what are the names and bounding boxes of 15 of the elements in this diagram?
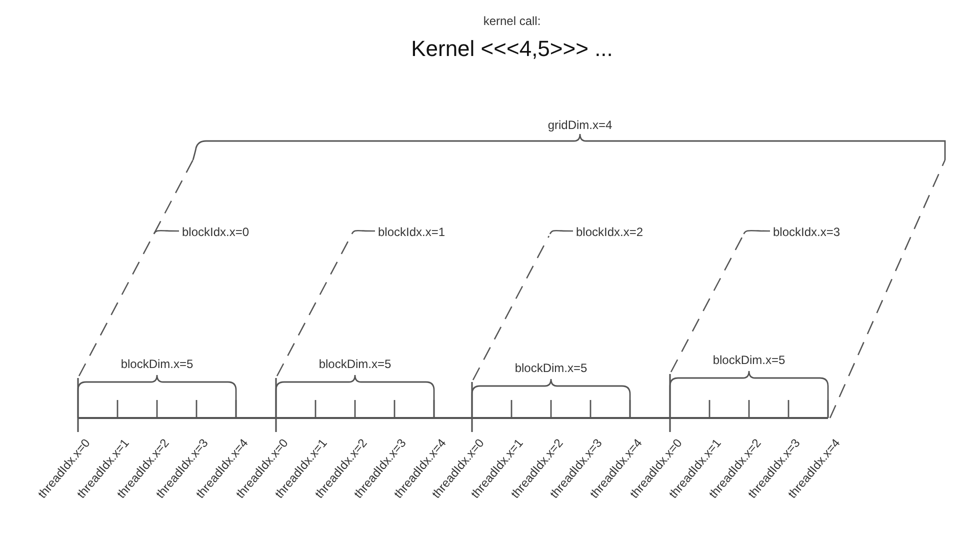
block-index-label: blockIdx.x=2 (576, 225, 644, 239)
block-index-label: blockIdx.x=1 (378, 225, 446, 239)
block-dim-label: blockDim.x=5 (514, 361, 588, 375)
leader-line (351, 230, 375, 234)
block-dim-label: blockDim.x=5 (712, 353, 786, 367)
block-dim-label: blockDim.x=5 (120, 357, 194, 371)
block-index-label: blockIdx.x=0 (182, 225, 250, 239)
grid-dim-label: gridDim.x=4 (548, 118, 612, 132)
block-dim-label: blockDim.x=5 (318, 357, 392, 371)
block-index-label: blockIdx.x=3 (773, 225, 840, 239)
leader-line (549, 230, 573, 234)
leader-line (153, 230, 179, 234)
caption-text: kernel call: (483, 14, 541, 28)
leader-line (743, 230, 770, 234)
kernel-call-text: Kernel <<<4,5>>> ... (411, 36, 613, 62)
